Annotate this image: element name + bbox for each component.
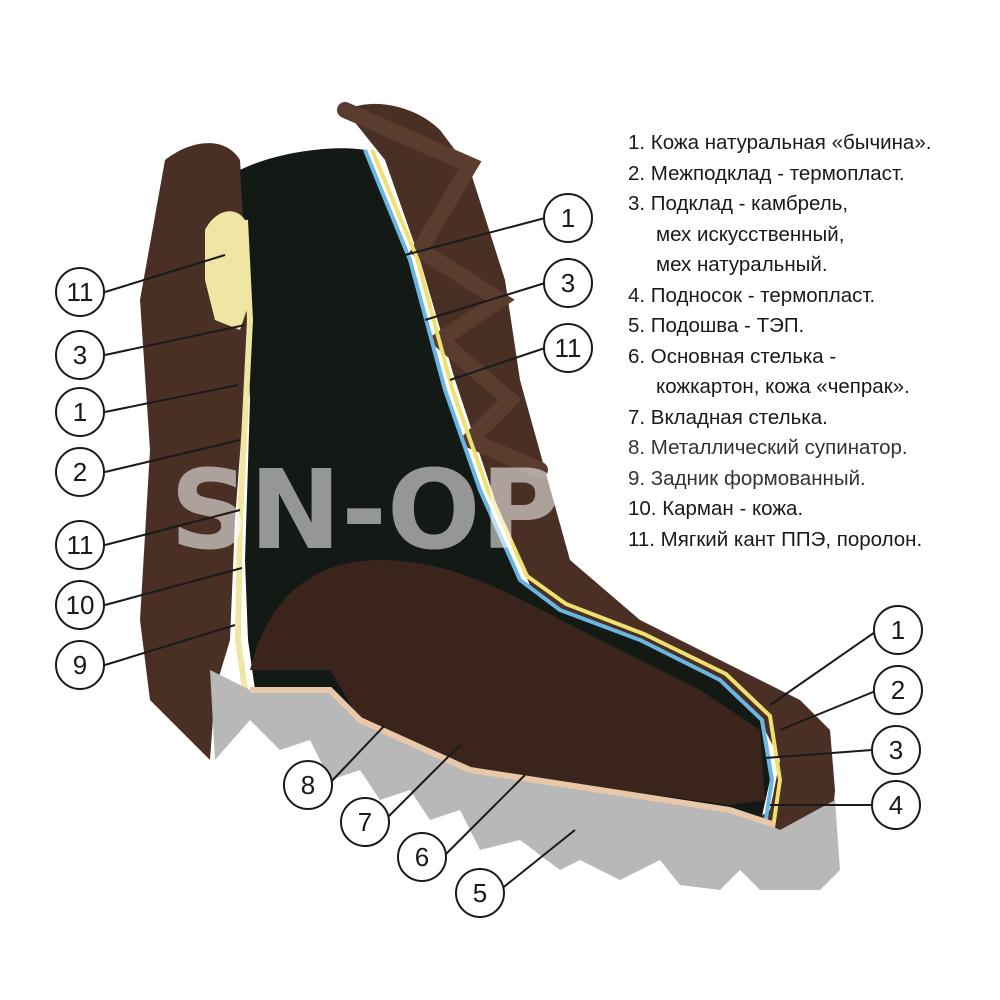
callout-label: 11 [67,277,94,307]
callout-label: 11 [555,333,582,363]
layer-lines-front [363,149,775,826]
layer-lines-heel [234,219,254,691]
callout-label: 2 [73,457,87,487]
boot-insole [250,560,765,805]
legend-item: 10. Карман - кожа. [628,497,804,520]
legend-item: 5. Подошва - ТЭП. [628,314,805,337]
callout-circle [340,797,390,847]
legend-item: 7. Вкладная стелька. [628,405,828,429]
callout-label: 3 [561,268,575,298]
callout-circle [55,387,105,437]
callout-circle [455,868,505,918]
legend-item-continued: мех искусственный, [656,222,845,246]
legend-item: 3. Подклад - камбрель, [628,192,849,215]
callout-label: 1 [561,203,575,233]
callout-circle [55,267,105,317]
callout-circle [55,640,105,690]
callout-label: 11 [67,530,94,560]
callout-label: 1 [73,397,87,427]
callout-circle [871,725,921,775]
boot-insole-stripe [250,687,776,828]
callout-circle [873,665,923,715]
legend-item: 2. Межподклад - термопласт. [628,161,905,185]
legend-item-continued: мех натуральный. [656,253,828,276]
callouts-right-top: 1 3 11 [543,193,593,373]
callout-label: 7 [358,807,372,837]
parts-legend: 1. Кожа натуральная «бычина». 2. Межподк… [628,128,988,555]
callout-circle [543,323,593,373]
callout-circle [873,605,923,655]
legend-item-continued: кожкартон, кожа «чепрак». [656,375,910,398]
callout-circle [55,447,105,497]
legend-item: 1. Кожа натуральная «бычина». [628,131,932,154]
callout-circle [543,258,593,308]
legend-item: 8. Металлический супинатор. [628,436,908,459]
legend-item: 11. Мягкий кант ППЭ, поролон. [628,527,923,551]
callout-circle [55,520,105,570]
callouts-bottom: 8 7 6 5 [283,760,505,918]
callout-circle [283,760,333,810]
callout-label: 3 [73,340,87,370]
boot-laces [337,102,548,478]
callout-label: 4 [889,790,903,820]
callout-label: 3 [889,735,903,765]
legend-item: 6. Основная стелька - [628,344,837,368]
callout-label: 2 [891,675,905,705]
callout-circle [871,780,921,830]
callout-label: 8 [301,770,315,800]
callout-circle [55,330,105,380]
callout-circle [55,580,105,630]
callout-label: 1 [891,615,905,645]
boot-front-shell [345,103,835,850]
callouts-right-toe: 1 2 3 4 [871,605,923,830]
callout-circle [397,832,447,882]
callouts-left: 11 3 1 2 11 10 9 [55,267,105,690]
callout-label: 5 [473,878,487,908]
collar-foam [205,211,250,330]
callout-label: 6 [415,842,429,872]
callout-label: 9 [73,650,87,680]
callout-circle [543,193,593,243]
callout-label: 10 [66,590,95,620]
layer-lines-front-yellow [370,149,783,829]
watermark-text: SN-OP [170,446,561,574]
legend-item: 4. Подносок - термопласт. [628,283,876,307]
callout-lines [104,217,879,891]
legend-item: 9. Задник формованный. [628,466,866,490]
